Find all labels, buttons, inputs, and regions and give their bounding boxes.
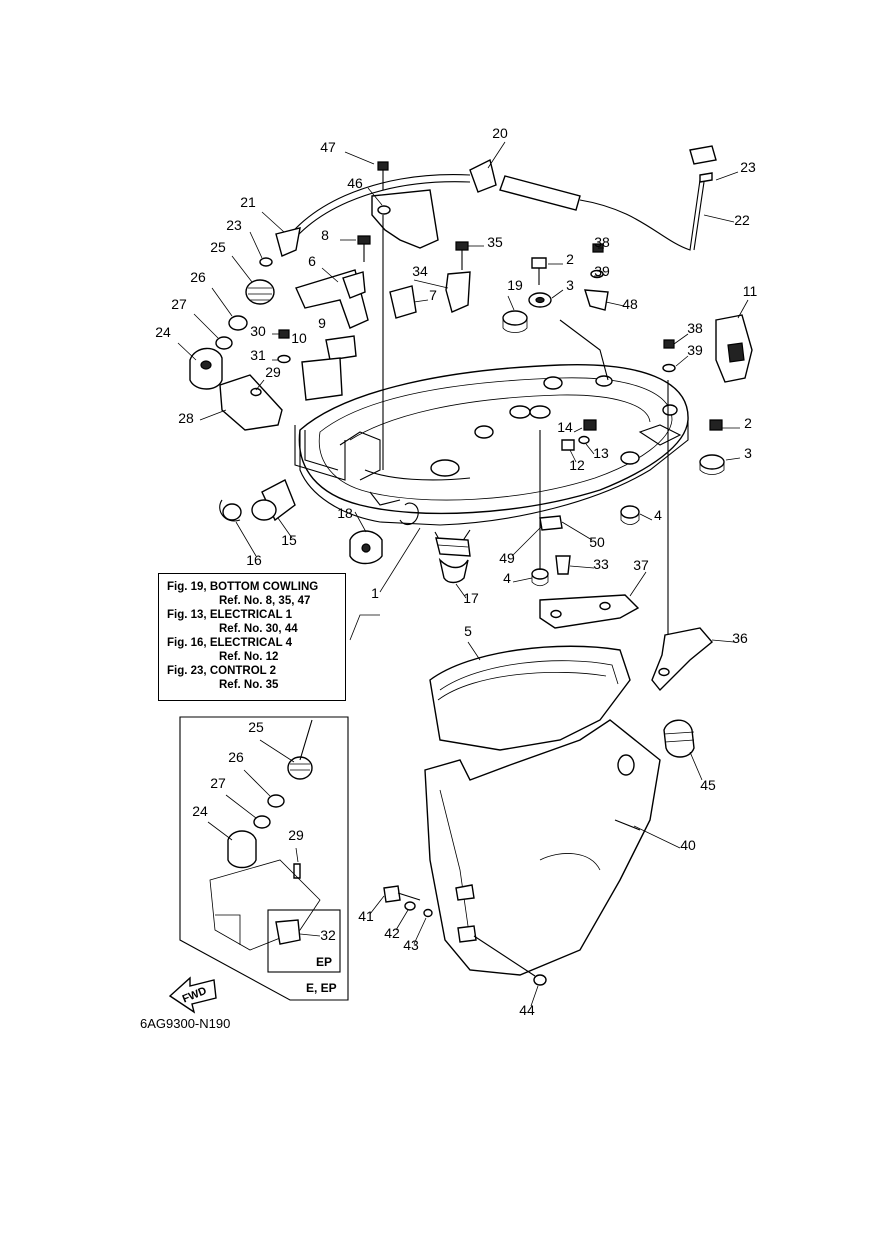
callout-13: 13	[593, 445, 609, 461]
inset-callout-26: 26	[228, 749, 244, 765]
callout-29: 29	[265, 364, 281, 380]
reference-line: Fig. 16, ELECTRICAL 4	[167, 637, 293, 649]
callout-47: 47	[320, 139, 336, 155]
inset-callout-32: 32	[320, 927, 336, 943]
callout-42: 42	[384, 925, 400, 941]
callout-20: 20	[492, 125, 508, 141]
callout-41: 41	[358, 908, 374, 924]
left-switch-assembly	[189, 227, 301, 431]
callout-37: 37	[633, 557, 649, 573]
callout-26: 26	[190, 269, 206, 285]
reference-line: Ref. No. 8, 35, 47	[219, 595, 311, 607]
callout-33: 33	[593, 556, 609, 572]
callout-23: 23	[226, 217, 242, 233]
callout-3: 3	[566, 277, 574, 293]
callout-18: 18	[337, 505, 353, 521]
callout-12: 12	[569, 457, 585, 473]
inset-variant-inner: EP	[316, 955, 332, 969]
grommets-left	[219, 479, 383, 565]
callout-2: 2	[744, 415, 752, 431]
bracket-46	[371, 161, 439, 470]
reference-box: Fig. 19, BOTTOM COWLING Ref. No. 8, 35, 4…	[158, 573, 346, 701]
callout-50: 50	[589, 534, 605, 550]
apron-cover	[424, 645, 661, 976]
callout-22: 22	[734, 212, 750, 228]
callout-21: 21	[240, 194, 256, 210]
callout-31: 31	[250, 347, 266, 363]
reference-line: Fig. 19, BOTTOM COWLING	[167, 581, 319, 593]
callout-39: 39	[594, 263, 610, 279]
fwd-arrow: FWD	[168, 976, 217, 1014]
bottom-cowling-tray	[294, 363, 689, 551]
callout-24: 24	[155, 324, 171, 340]
inset-box	[179, 716, 349, 1001]
callout-45: 45	[700, 777, 716, 793]
inset-callout-27: 27	[210, 775, 226, 791]
callout-numbers: 1223344567891011121314151617181920212223…	[155, 125, 757, 1018]
callout-7: 7	[429, 287, 437, 303]
callout-38: 38	[687, 320, 703, 336]
inset-variant-outer: E, EP	[306, 981, 337, 995]
callout-34: 34	[412, 263, 428, 279]
callout-6: 6	[308, 253, 316, 269]
callout-8: 8	[321, 227, 329, 243]
grommet-45	[663, 719, 695, 758]
callout-27: 27	[171, 296, 187, 312]
callout-10: 10	[291, 330, 307, 346]
screws-41-44	[383, 885, 547, 986]
callout-44: 44	[519, 1002, 535, 1018]
callout-28: 28	[178, 410, 194, 426]
callout-5: 5	[464, 623, 472, 639]
callout-36: 36	[732, 630, 748, 646]
callout-17: 17	[463, 590, 479, 606]
callout-19: 19	[507, 277, 523, 293]
callout-11: 11	[743, 283, 758, 299]
inset-callout-24: 24	[192, 803, 208, 819]
callout-49: 49	[499, 550, 515, 566]
callout-30: 30	[250, 323, 266, 339]
callout-4: 4	[654, 507, 662, 523]
reference-line: Fig. 13, ELECTRICAL 1	[167, 609, 293, 621]
callout-3: 3	[744, 445, 752, 461]
lower-center-parts	[435, 319, 640, 587]
reference-line: Ref. No. 30, 44	[219, 623, 298, 635]
callout-4: 4	[503, 570, 511, 586]
cable-assembly	[279, 145, 717, 256]
callout-48: 48	[622, 296, 638, 312]
callout-1: 1	[371, 585, 379, 601]
callout-25: 25	[210, 239, 226, 255]
reference-line: Ref. No. 35	[219, 679, 279, 691]
brackets-36-37	[539, 594, 713, 692]
callout-9: 9	[318, 315, 326, 331]
reference-line: Ref. No. 12	[219, 651, 279, 663]
callout-39: 39	[687, 342, 703, 358]
callout-15: 15	[281, 532, 297, 548]
callout-35: 35	[487, 234, 503, 250]
leader-lines	[177, 141, 749, 1007]
callout-2: 2	[566, 251, 574, 267]
callout-14: 14	[557, 419, 573, 435]
inset-callout-29: 29	[288, 827, 304, 843]
right-bracket-11	[662, 314, 753, 635]
callout-46: 46	[347, 175, 363, 191]
callout-43: 43	[403, 937, 419, 953]
reference-line: Fig. 23, CONTROL 2	[167, 665, 277, 677]
callout-40: 40	[680, 837, 696, 853]
diagram-code: 6AG9300-N190	[140, 1016, 231, 1031]
callout-23: 23	[740, 159, 756, 175]
callout-38: 38	[594, 234, 610, 250]
callout-16: 16	[246, 552, 262, 568]
inset-callout-25: 25	[248, 719, 264, 735]
